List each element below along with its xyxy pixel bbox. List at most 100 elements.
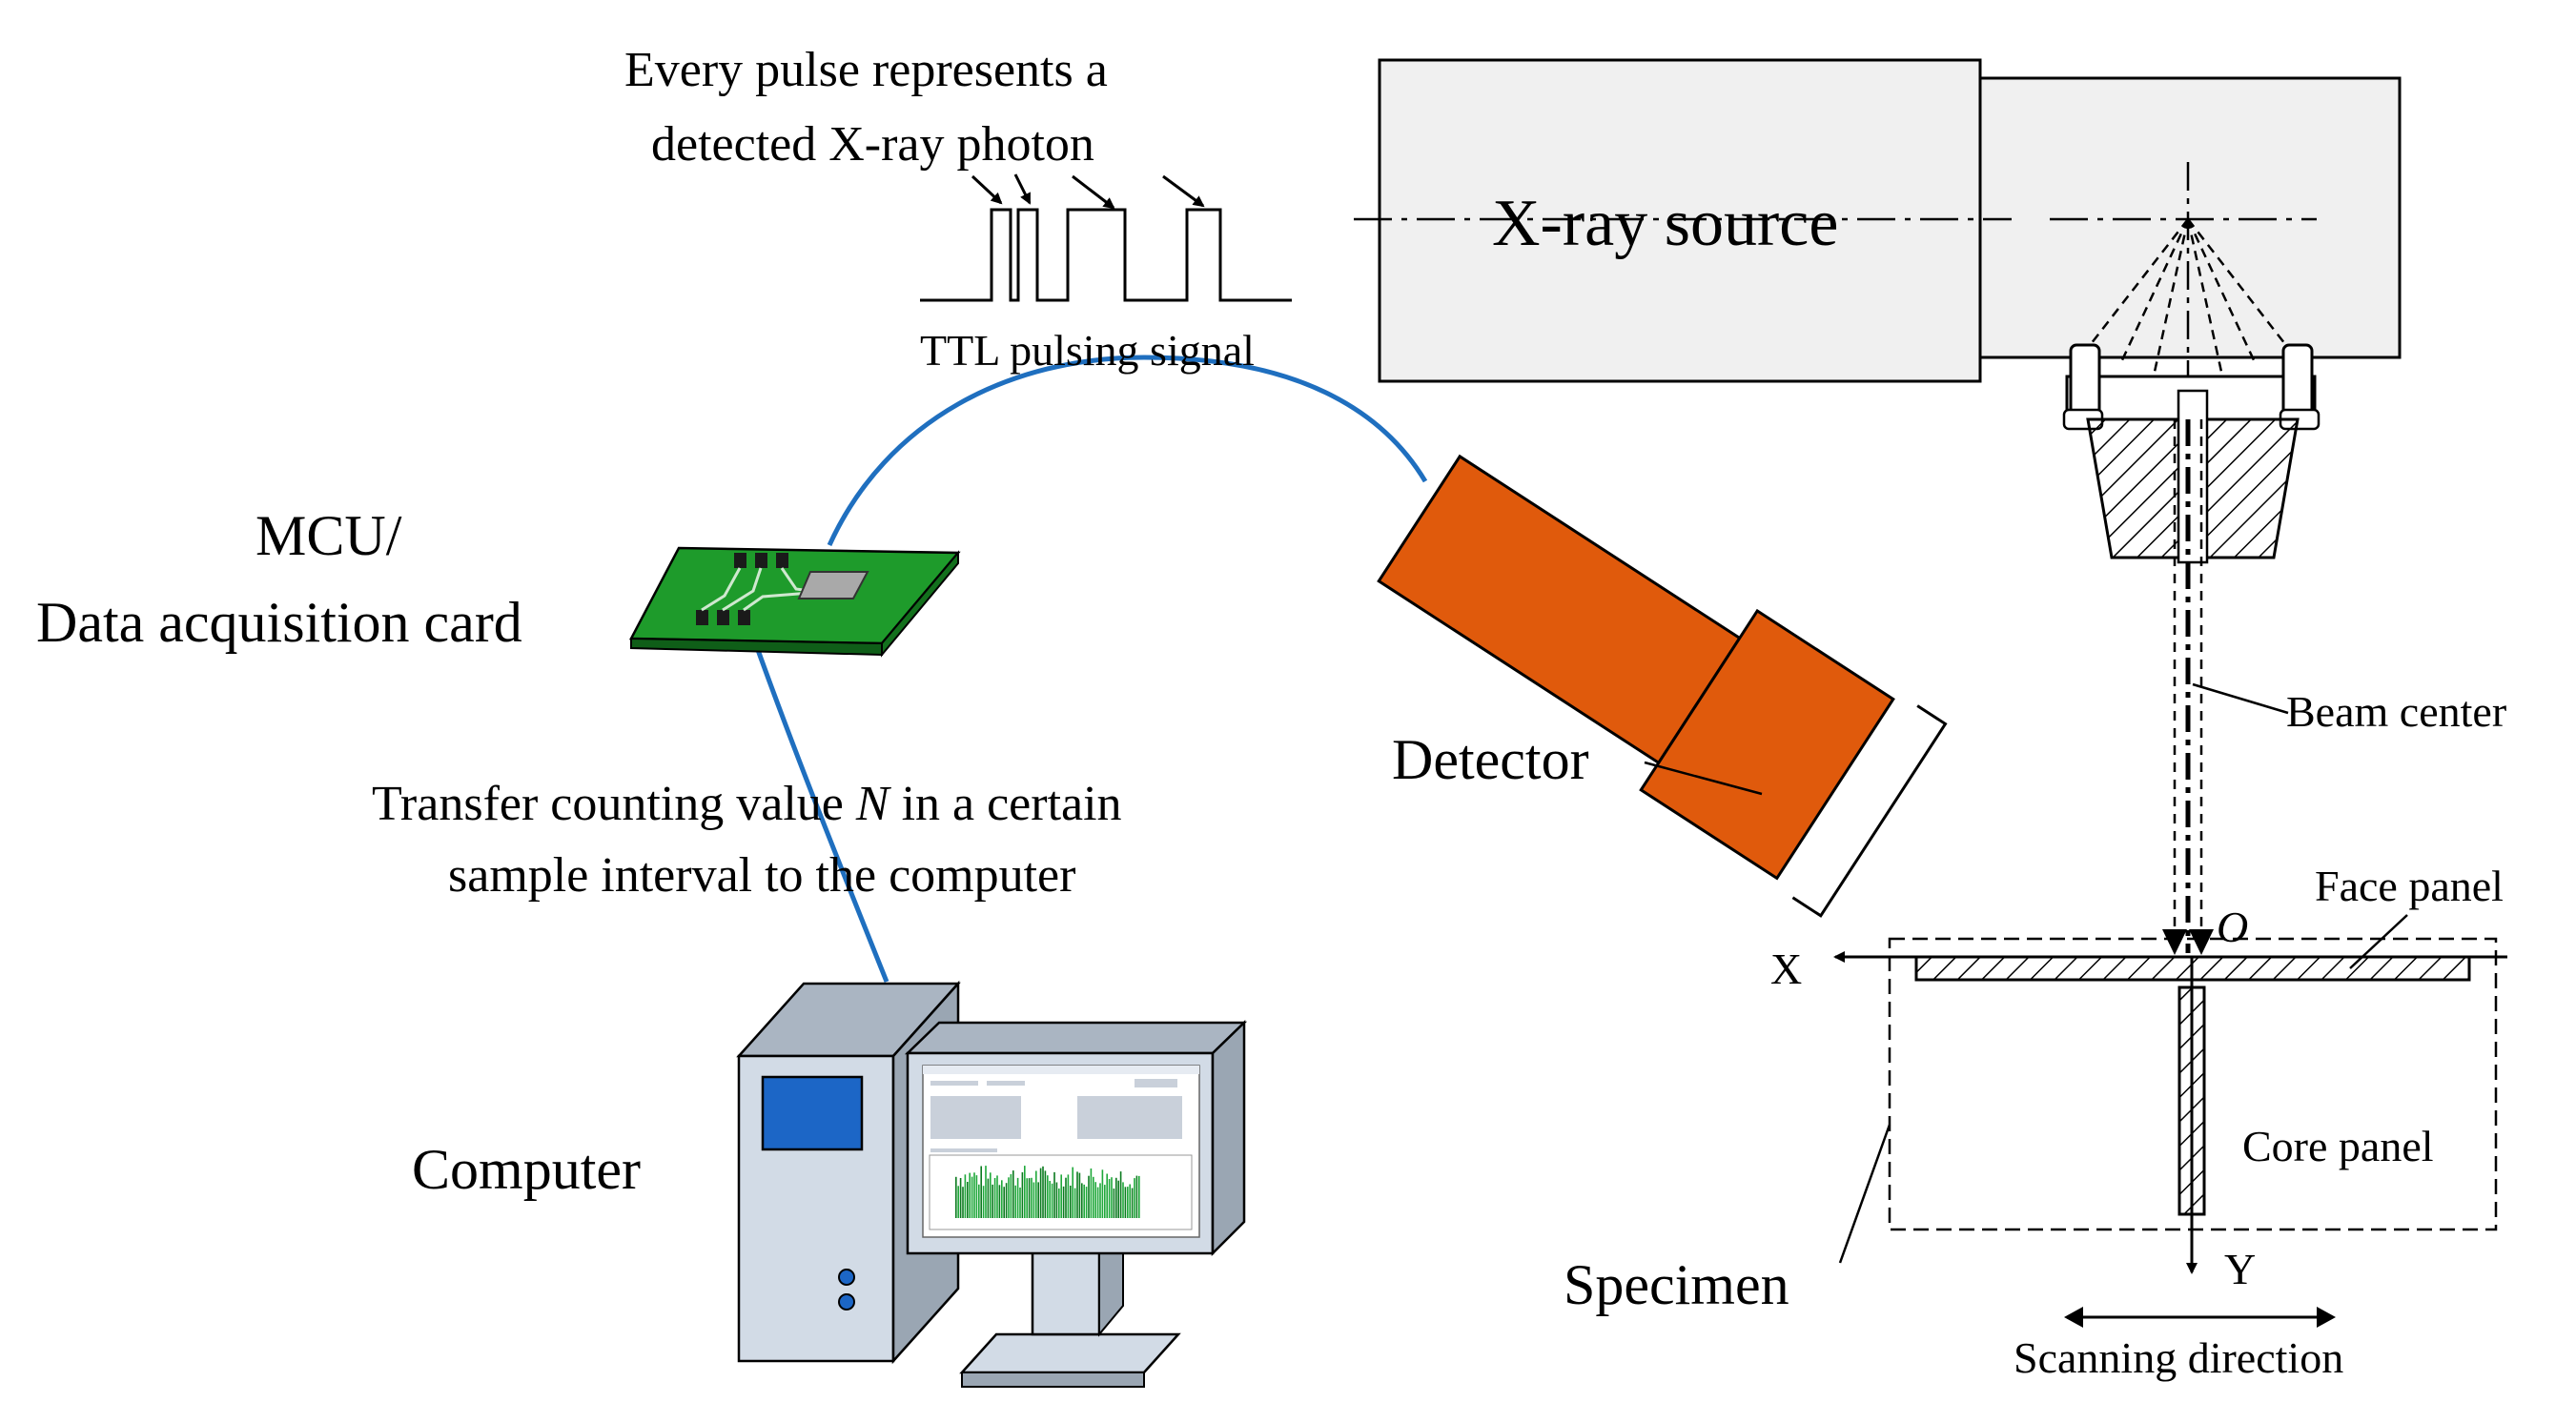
screen-bar	[1037, 1182, 1039, 1218]
screen-bar	[1093, 1176, 1094, 1218]
screen-bar	[959, 1178, 962, 1218]
screen-bar	[1085, 1187, 1088, 1218]
screen-bar	[1053, 1171, 1055, 1218]
screen-bar	[1094, 1182, 1096, 1218]
pulse-caption-line1: Every pulse represents a	[624, 43, 1108, 97]
screen-bar	[1090, 1168, 1093, 1218]
screen-bar	[1119, 1171, 1122, 1218]
screen-bar	[1111, 1177, 1113, 1218]
screen-bar	[973, 1172, 975, 1218]
screen-bar	[1035, 1170, 1037, 1218]
screen-bar	[1129, 1184, 1131, 1218]
screen-bar	[1067, 1174, 1070, 1218]
screen-bar	[992, 1184, 993, 1218]
screen-bar	[975, 1175, 978, 1218]
detector-leader	[1644, 761, 1763, 796]
screen-bar	[1135, 1175, 1138, 1218]
screen-bar	[1001, 1180, 1003, 1218]
screen-bar	[1042, 1166, 1044, 1218]
detector-label: Detector	[1392, 728, 1589, 791]
screen-bar	[1055, 1182, 1058, 1218]
screen-bar	[1096, 1187, 1099, 1218]
core-panel-label: Core panel	[2242, 1122, 2434, 1170]
screen-histogram	[955, 1166, 1140, 1218]
screen-bar	[1031, 1177, 1032, 1218]
specimen-leader	[1838, 1124, 1891, 1264]
computer-label: Computer	[412, 1138, 641, 1201]
screen-bar	[993, 1178, 996, 1218]
mcu-board	[628, 546, 961, 658]
pulse-caption-line2: detected X-ray photon	[651, 117, 1094, 172]
origin-label: O	[2217, 903, 2248, 951]
screen-bar	[1021, 1172, 1024, 1218]
screen-bar	[1088, 1175, 1090, 1218]
beam-center-label: Beam center	[2286, 687, 2506, 736]
transfer-variable: N	[855, 777, 892, 831]
ttl-label: TTL pulsing signal	[920, 326, 1255, 375]
screen-bar	[996, 1175, 998, 1218]
screen-bar	[1016, 1177, 1019, 1218]
transfer-caption-line2: sample interval to the computer	[448, 848, 1075, 903]
screen-bar	[1078, 1172, 1081, 1218]
screen-bar	[1104, 1185, 1106, 1218]
screen-bar	[1028, 1178, 1031, 1218]
screen-bar	[1083, 1184, 1085, 1218]
pulse-arrows	[971, 173, 1205, 210]
screen-bar	[1008, 1177, 1010, 1218]
face-panel-leader	[2349, 914, 2408, 969]
face-panel-label: Face panel	[2315, 862, 2504, 910]
screen-bar	[1062, 1186, 1065, 1218]
xray-source-label: X-ray source	[1492, 187, 1838, 260]
screen-bar	[982, 1186, 985, 1218]
computer-monitor	[904, 1020, 1248, 1388]
screen-bar	[1049, 1181, 1051, 1218]
screen-bar	[1039, 1168, 1042, 1218]
detector-cable	[827, 355, 1428, 547]
beam-path	[2162, 419, 2214, 955]
screen-bar	[987, 1178, 990, 1218]
computer-cable	[750, 636, 889, 983]
screen-bar	[1012, 1170, 1014, 1218]
screen-bar	[1051, 1183, 1053, 1218]
mcu-label-line2: Data acquisition card	[36, 591, 522, 654]
screen-bar	[1024, 1166, 1026, 1218]
beam-center-leader	[2192, 682, 2289, 715]
screen-bar	[1060, 1174, 1062, 1218]
screen-bar	[978, 1184, 980, 1218]
screen-bar	[1026, 1178, 1028, 1218]
screen-bar	[1005, 1183, 1008, 1218]
screen-bar	[1058, 1189, 1060, 1218]
screen-bar	[1138, 1175, 1140, 1218]
screen-bar	[969, 1172, 971, 1218]
screen-bar	[1076, 1171, 1078, 1218]
x-axis-label: X	[1770, 945, 1802, 993]
screen-bar	[1124, 1187, 1127, 1218]
transfer-caption-line1: Transfer counting value N in a certain	[372, 777, 1122, 831]
screen-bar	[1019, 1188, 1021, 1218]
screen-bar	[964, 1174, 967, 1218]
screen-bar	[980, 1166, 982, 1218]
y-axis-label: Y	[2224, 1245, 2256, 1293]
screen-bar	[1131, 1188, 1134, 1218]
scanning-direction-label: Scanning direction	[2014, 1333, 2343, 1382]
transfer-caption-post: in a certain	[889, 777, 1122, 831]
screen-bar	[971, 1176, 973, 1218]
screen-bar	[1101, 1169, 1104, 1218]
screen-bar	[1106, 1173, 1108, 1218]
screen-bar	[1081, 1183, 1083, 1218]
screen-bar	[1044, 1170, 1047, 1218]
xray-source	[1354, 58, 2402, 564]
screen-bar	[1127, 1187, 1129, 1218]
screen-bar	[957, 1186, 959, 1218]
scanning-arrow	[2064, 1307, 2336, 1328]
screen-bar	[1070, 1186, 1072, 1218]
screen-bar	[1117, 1180, 1119, 1218]
screen-bar	[1032, 1182, 1035, 1218]
screen-bar	[985, 1166, 987, 1218]
screen-bar	[1010, 1174, 1012, 1218]
screen-bar	[1047, 1175, 1049, 1218]
screen-bar	[1122, 1182, 1124, 1218]
specimen-label: Specimen	[1564, 1253, 1789, 1316]
detector	[1377, 454, 1948, 918]
